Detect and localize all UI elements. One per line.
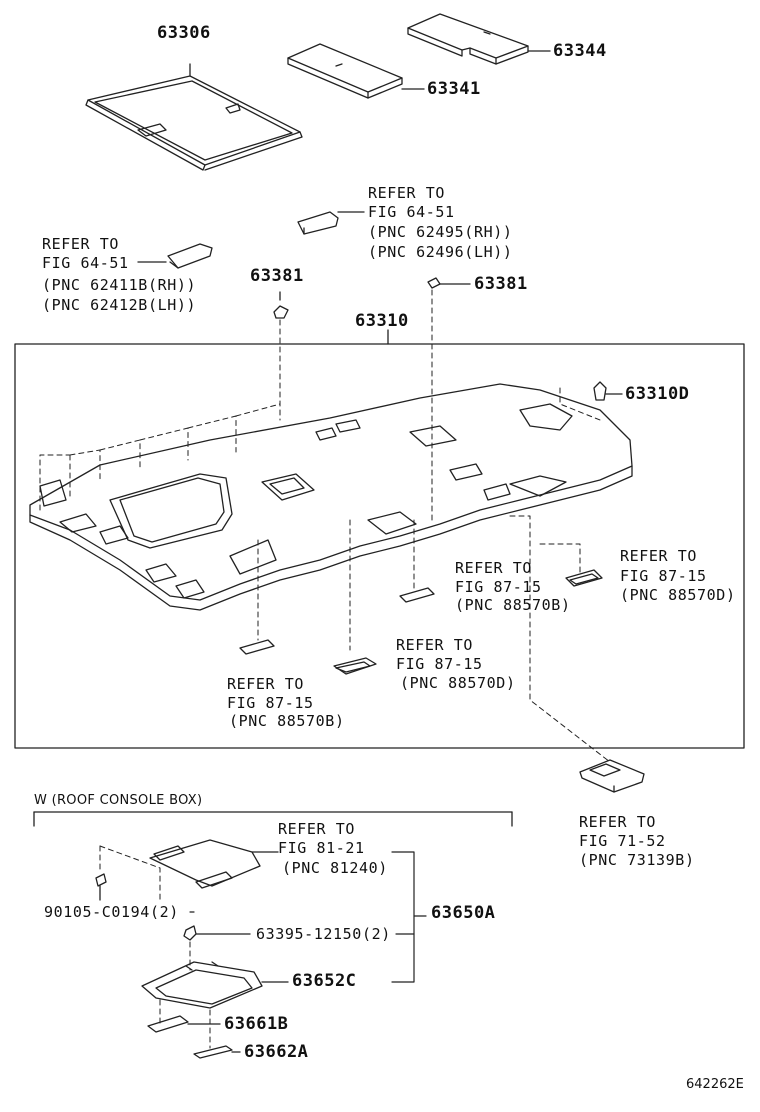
clip-63310d [593,381,623,401]
part-label-63661b: 63661B [224,1014,289,1034]
sunshade-panel-63306 [85,63,303,171]
part-label-63381-right: 63381 [474,274,528,294]
console-caption: W (ROOF CONSOLE BOX) [34,793,203,808]
lamp-88570d-lower [333,657,377,675]
ref1-line4: (PNC 62496(LH)) [368,243,513,261]
ref3-line3: (PNC 88570B) [455,596,571,614]
ref3-line2: FIG 87-15 [455,578,542,596]
part-label-63650a: 63650A [431,903,496,923]
ref6-line2: FIG 87-15 [227,694,314,712]
ref7-line2: FIG 71-52 [579,832,666,850]
lamp-88570b-mid [399,587,435,603]
part-label-63310d: 63310D [625,384,690,404]
clip-63381-right [427,277,471,289]
ref7-line1: REFER TO [579,813,657,831]
ref2-line1: REFER TO [42,235,120,253]
ref5-line1: REFER TO [396,636,474,654]
part-label-63306: 63306 [157,23,211,43]
ref8-line1: REFER TO [278,820,356,838]
part-label-63344: 63344 [553,41,607,61]
ref2-line2: FIG 64-51 [42,254,129,272]
ref5-line3: (PNC 88570D) [400,674,516,692]
ref6-line3: (PNC 88570B) [229,712,345,730]
ref2-line3: (PNC 62411B(RH)) [42,276,197,294]
lens-63662a [193,1045,241,1059]
part-label-63662a: 63662A [244,1042,309,1062]
console-cover-81240 [149,839,279,889]
ref1-line1: REFER TO [368,184,446,202]
part-label-90105: 90105-C0194(2) [44,903,179,921]
ref3-line1: REFER TO [455,559,533,577]
part-label-63310: 63310 [355,311,409,331]
ref4-line3: (PNC 88570D) [620,586,736,604]
ref6-line1: REFER TO [227,675,305,693]
console-box-63652c [141,961,289,1009]
ref4-line2: FIG 87-15 [620,567,707,585]
ref8-line3: (PNC 81240) [282,859,388,877]
part-label-63652c: 63652C [292,971,357,991]
ref1-line3: (PNC 62495(RH)) [368,223,513,241]
ref7-line3: (PNC 73139B) [579,851,695,869]
ref4-line1: REFER TO [620,547,698,565]
part-label-63381-left: 63381 [250,266,304,286]
drawing-code: 642262E [686,1077,744,1092]
screw-90105 [95,873,107,901]
ref8-line2: FIG 81-21 [278,839,365,857]
overhead-console-73139b [579,759,645,793]
part-label-63395: 63395-12150(2) [256,925,391,943]
ref5-line2: FIG 87-15 [396,655,483,673]
ref1-line2: FIG 64-51 [368,203,455,221]
clip-63395 [183,925,251,941]
lamp-88570b-lower [239,639,275,655]
headliner-63310 [29,383,633,611]
part-label-63341: 63341 [427,79,481,99]
assist-grip-left [137,243,213,269]
clip-63381-left [273,291,289,319]
pad-63344 [407,13,551,65]
roof-console-bracket [33,811,513,827]
lens-63661b [147,1015,221,1033]
pad-63341 [287,43,425,99]
lamp-88570d-right [565,569,603,587]
headliner-frame [14,343,745,749]
assist-grip-upper [297,211,365,235]
ref2-line4: (PNC 62412B(LH)) [42,296,197,314]
